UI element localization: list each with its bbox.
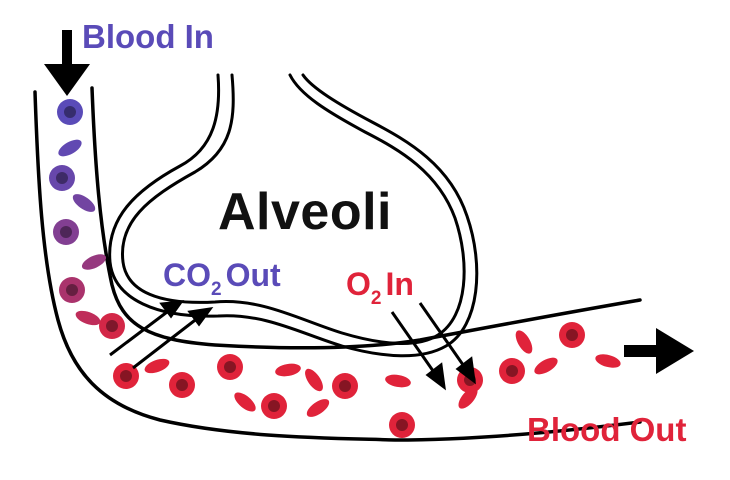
o2-text: O <box>346 266 371 302</box>
blood-cell-side-view <box>81 254 107 270</box>
blood-cell-center <box>506 365 518 377</box>
o2-diffusion-arrows <box>390 302 476 391</box>
blood-cell-center <box>396 419 408 431</box>
blood-in-text: Blood In <box>82 18 214 55</box>
blood-cell-center <box>66 284 78 296</box>
blood-cell-side-view <box>305 368 323 392</box>
blood-out-text: Blood Out <box>527 411 687 448</box>
co2-diffusion-arrows <box>109 300 214 370</box>
blood-cell-center <box>56 172 68 184</box>
blood-cell-side-view <box>75 310 101 326</box>
blood-cell-side-view <box>275 363 301 377</box>
blood-cell-center <box>120 370 132 382</box>
arrow-down-icon <box>44 30 90 96</box>
blood-cell-center <box>224 361 236 373</box>
blood-cell-side-view <box>306 399 330 417</box>
blood-cell-center <box>106 320 118 332</box>
o2-subscript: 2 <box>370 288 382 309</box>
blood-cell-side-view <box>234 392 256 412</box>
blood-cell-side-view <box>595 354 621 368</box>
blood-cell-side-view <box>72 194 96 212</box>
blood-cell-side-view <box>144 358 170 374</box>
o2-in-text: In <box>385 266 414 302</box>
blood-cell-center <box>268 400 280 412</box>
blood-cell-center <box>64 106 76 118</box>
blood-cells <box>49 99 621 438</box>
blood-cell-center <box>60 226 72 238</box>
blood-cell-center <box>566 329 578 341</box>
blood-cell-side-view <box>385 374 411 388</box>
co2-subscript: 2 <box>211 279 222 300</box>
capillary-vessel <box>33 86 642 442</box>
blood-cell-side-view <box>515 330 533 354</box>
blood-in-label: Blood In <box>82 20 214 53</box>
blood-cell-side-view <box>58 139 82 157</box>
blood-cell-center <box>176 379 188 391</box>
co2-out-text: Out <box>225 257 281 293</box>
alveoli-label: Alveoli <box>218 186 392 238</box>
blood-cell-center <box>339 380 351 392</box>
co2-text: CO <box>163 257 211 293</box>
alveoli-text: Alveoli <box>218 183 392 241</box>
arrow-right-icon <box>624 328 694 374</box>
blood-out-label: Blood Out <box>527 413 686 446</box>
blood-cell-side-view <box>534 357 558 375</box>
